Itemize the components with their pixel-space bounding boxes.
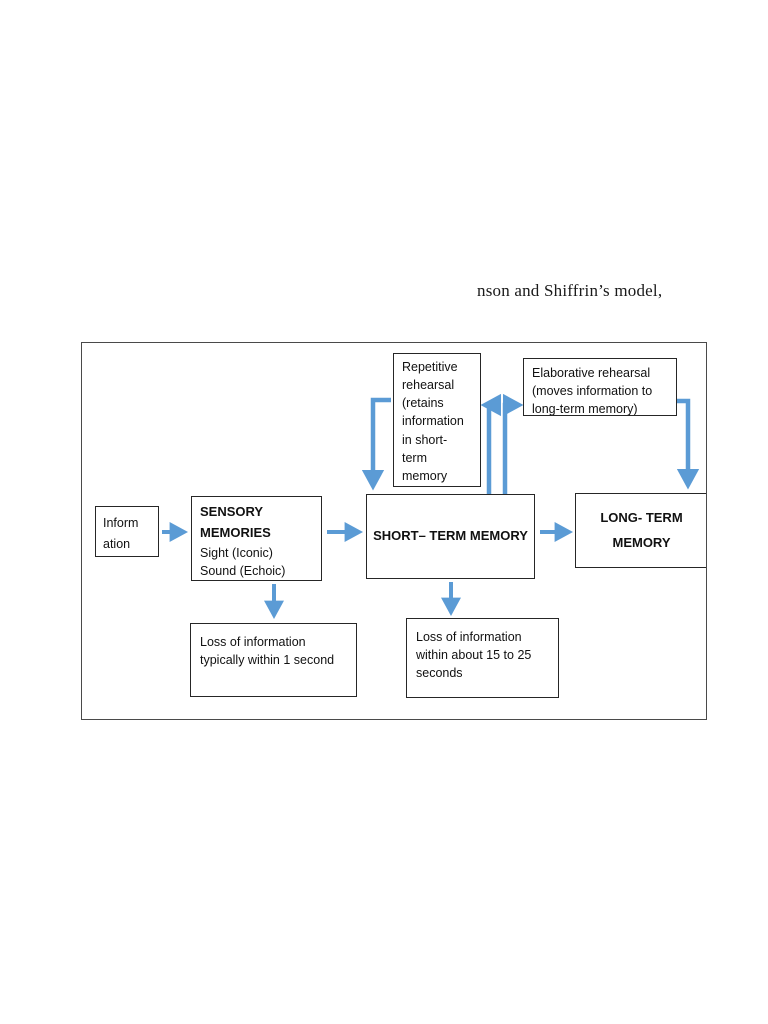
node-sensory-item-other: Other sensory bbox=[200, 580, 313, 581]
node-information[interactable]: Inform ation bbox=[95, 506, 159, 557]
node-sensory-memories[interactable]: SENSORY MEMORIES Sight (Iconic) Sound (E… bbox=[191, 496, 322, 581]
node-loss-of-information-sensory[interactable]: Loss of information typically within 1 s… bbox=[190, 623, 357, 697]
node-sensory-title-line2: MEMORIES bbox=[200, 525, 271, 541]
node-long-term-memory-line1: LONG- TERM bbox=[600, 510, 683, 526]
node-information-line2: ation bbox=[103, 537, 131, 552]
connector-short-term-to-elaborative-rehearsal bbox=[502, 393, 524, 495]
connector-repetitive-rehearsal-loop-out bbox=[361, 397, 391, 491]
node-sensory-title-line1: SENSORY bbox=[200, 504, 264, 519]
node-long-term-memory-line2: MEMORY bbox=[612, 534, 671, 550]
node-repetitive-rehearsal[interactable]: Repetitive rehearsal (retains informatio… bbox=[393, 353, 481, 487]
node-short-term-memory[interactable]: SHORT– TERM MEMORY bbox=[366, 494, 535, 579]
node-elaborative-rehearsal[interactable]: Elaborative rehearsal (moves information… bbox=[523, 358, 677, 416]
node-loss-short-term-label: Loss of information within about 15 to 2… bbox=[416, 630, 532, 681]
connector-short-term-to-repetitive-rehearsal bbox=[480, 393, 502, 495]
node-loss-sensory-label: Loss of information typically within 1 s… bbox=[200, 635, 335, 668]
node-sensory-item-sight: Sight (Iconic) bbox=[200, 545, 273, 560]
node-repetitive-rehearsal-label: Repetitive rehearsal (retains informatio… bbox=[402, 360, 464, 483]
node-elaborative-rehearsal-label: Elaborative rehearsal (moves information… bbox=[532, 366, 653, 416]
node-long-term-memory[interactable]: LONG- TERM MEMORY bbox=[575, 493, 706, 568]
node-information-line1: Inform bbox=[103, 516, 139, 530]
node-loss-of-information-short-term[interactable]: Loss of information within about 15 to 2… bbox=[406, 618, 559, 698]
document-header-text: nson and Shiffrin’s model, bbox=[477, 281, 663, 300]
node-sensory-item-sound: Sound (Echoic) bbox=[200, 564, 286, 578]
diagram-canvas: Inform ation SENSORY MEMORIES Sight (Ico… bbox=[82, 343, 706, 719]
diagram-frame: Inform ation SENSORY MEMORIES Sight (Ico… bbox=[81, 342, 707, 720]
node-short-term-memory-label: SHORT– TERM MEMORY bbox=[373, 528, 528, 544]
